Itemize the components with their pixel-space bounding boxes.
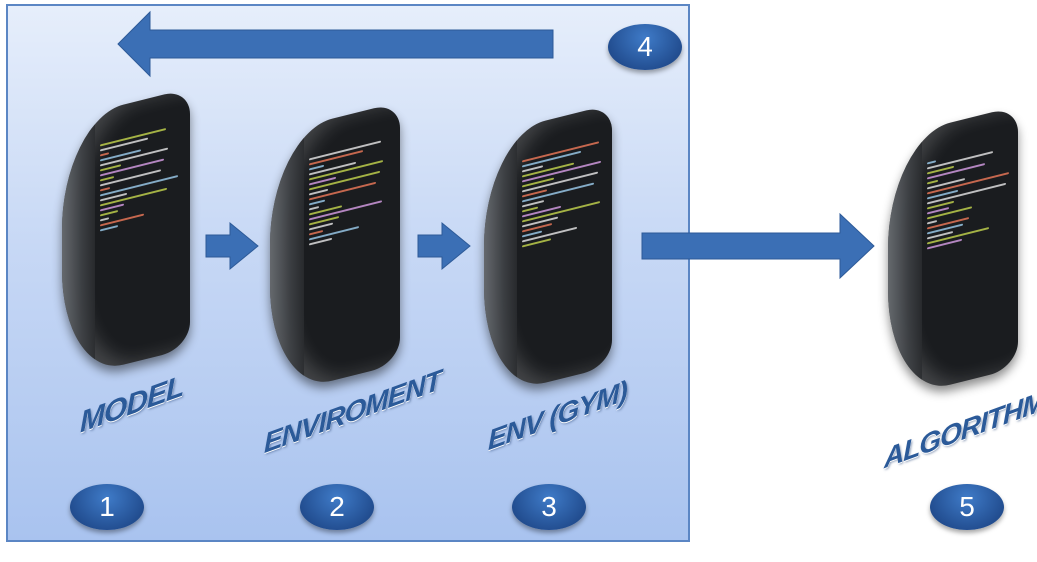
editor-gutter [62, 111, 96, 380]
code-screen-icon [484, 104, 612, 398]
code-line [100, 225, 118, 232]
arrow-environment-to-gym [417, 221, 471, 271]
code-line [927, 151, 993, 170]
code-line [100, 210, 119, 217]
code-line [927, 160, 937, 165]
code-line [927, 220, 937, 225]
code-line [100, 217, 109, 222]
arrow-model-to-environment [205, 221, 259, 271]
code-line [100, 128, 166, 147]
code-line [309, 199, 325, 206]
code-screen-icon [62, 88, 190, 380]
step-badge-4: 4 [608, 24, 682, 70]
step-badge-5: 5 [930, 484, 1004, 530]
code-lines [522, 137, 604, 367]
step-badge-3: 3 [512, 484, 586, 530]
code-line [522, 141, 600, 163]
step-badge-2: 2 [300, 484, 374, 530]
step-badge-1: 1 [70, 484, 144, 530]
code-line [100, 187, 111, 192]
code-screen-icon [888, 105, 1018, 401]
code-line [100, 213, 144, 227]
code-screen-icon [270, 101, 400, 397]
editor-gutter [270, 125, 304, 397]
code-lines [927, 139, 1010, 369]
code-line [100, 152, 110, 157]
code-line [309, 140, 382, 161]
editor-gutter [484, 127, 518, 398]
loop-back-arrow [117, 10, 554, 78]
code-lines [309, 135, 392, 365]
code-line [927, 180, 938, 185]
code-line [309, 206, 319, 211]
arrow-gym-to-algorithm [641, 212, 875, 280]
editor-gutter [888, 129, 922, 401]
code-lines [100, 121, 182, 349]
